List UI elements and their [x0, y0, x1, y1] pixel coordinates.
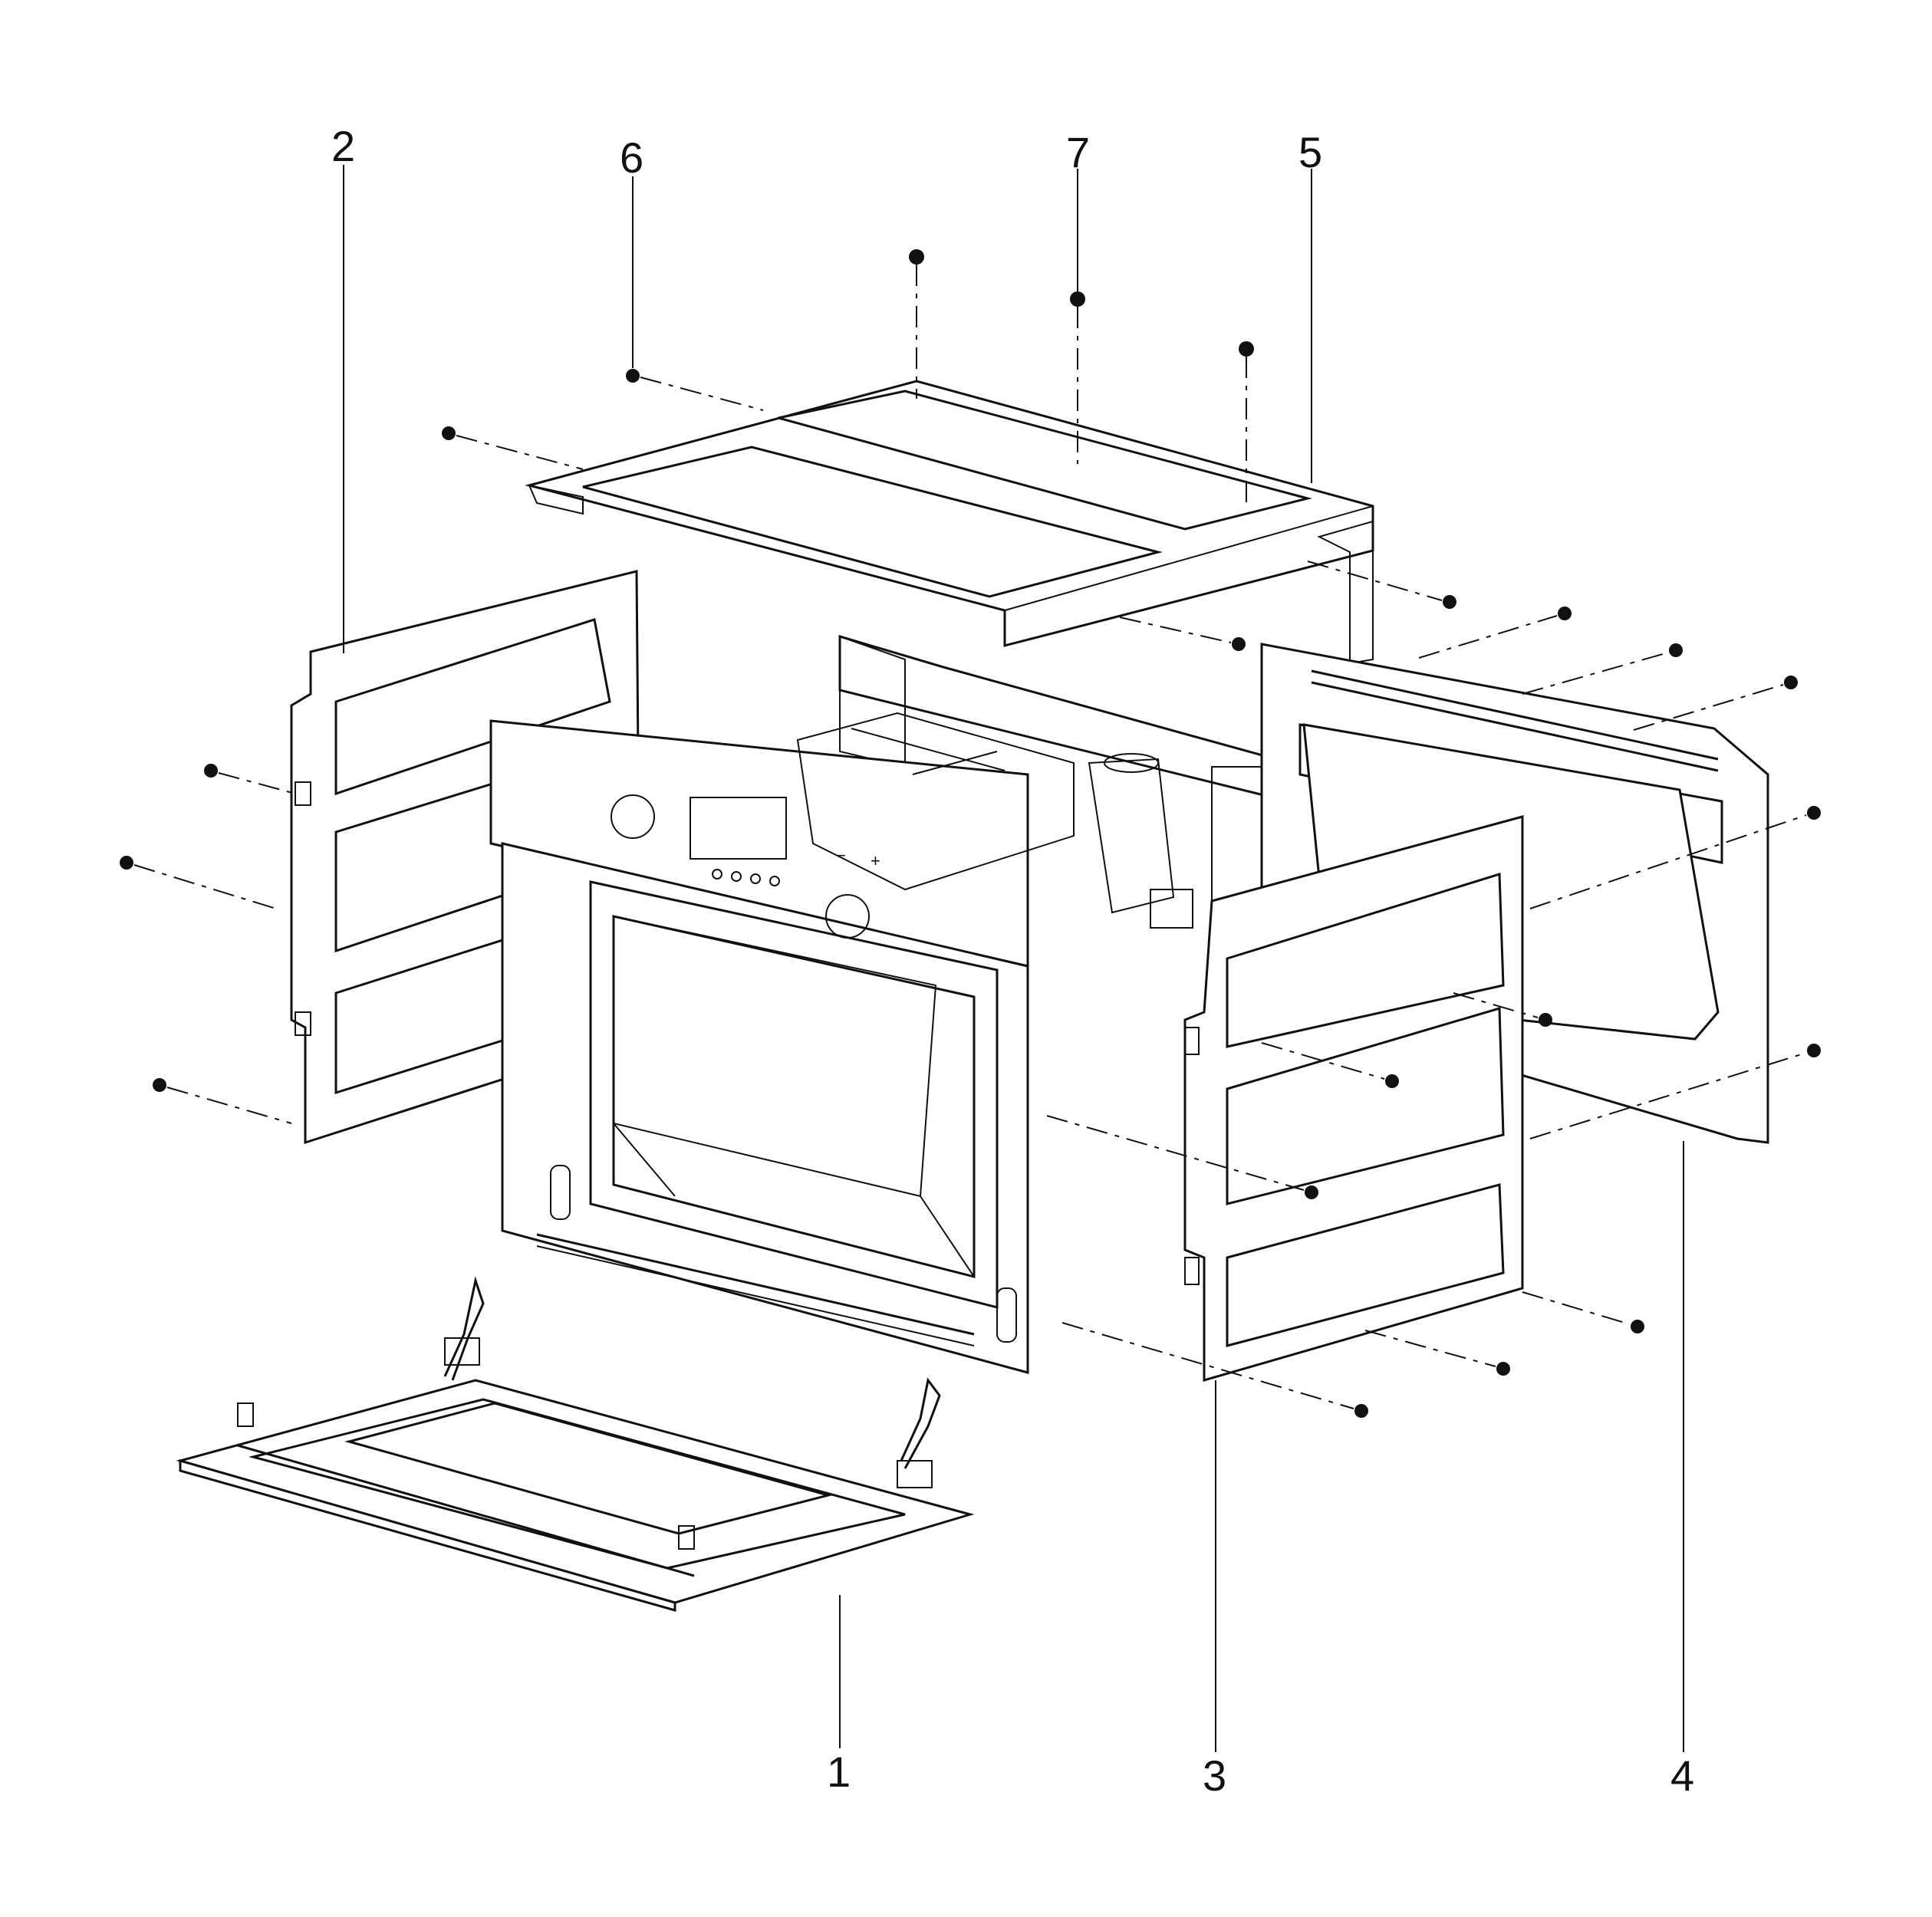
internal-components: [796, 712, 1193, 929]
callout-3: 3: [1203, 1751, 1226, 1800]
callout-5: 5: [1298, 128, 1322, 176]
callout-2: 2: [331, 122, 355, 170]
right-control-knob[interactable]: [825, 894, 870, 939]
display-screen: [690, 797, 787, 860]
screw-icon: [204, 764, 218, 778]
screw-icon: [120, 856, 133, 870]
oven-body: [489, 719, 1029, 1374]
screw-icon: [153, 1078, 166, 1092]
screw-icon: [1070, 291, 1085, 307]
callout-7: 7: [1066, 128, 1090, 176]
callout-4: 4: [1670, 1751, 1694, 1800]
screw-icon: [1558, 607, 1572, 620]
screw-icon: [909, 249, 924, 265]
screw-icon: [1496, 1362, 1510, 1376]
screw-icon: [1232, 637, 1246, 651]
control-panel: − +: [611, 794, 880, 939]
screw-icon: [1539, 1013, 1552, 1027]
top-panel: [525, 380, 1374, 665]
plus-symbol: +: [871, 851, 880, 870]
callout-1: 1: [827, 1748, 851, 1796]
screw-icon: [1631, 1320, 1644, 1333]
screw-icon: [1305, 1185, 1318, 1199]
door-hinge[interactable]: [897, 1460, 933, 1488]
control-button[interactable]: [750, 873, 761, 884]
control-button[interactable]: [731, 871, 742, 882]
callout-numbers: 2 6 7 5 1 3 4: [331, 122, 1694, 1800]
screw-icon: [1385, 1074, 1399, 1088]
screw-icon: [1354, 1404, 1368, 1418]
callout-6: 6: [620, 133, 643, 182]
screw-icon: [1239, 341, 1254, 357]
screws-and-assembly-lines: [120, 249, 1821, 1418]
screw-icon: [626, 369, 640, 383]
screw-icon: [1669, 643, 1683, 657]
screw-icon: [1807, 806, 1821, 820]
oven-door: [176, 1276, 975, 1612]
screw-icon: [1807, 1044, 1821, 1057]
control-button[interactable]: [769, 876, 780, 886]
screw-icon: [1443, 595, 1456, 609]
door-hinge[interactable]: [444, 1337, 480, 1366]
minus-symbol: −: [836, 846, 846, 865]
control-button[interactable]: [712, 869, 722, 880]
callout-leaders: [343, 165, 1684, 1752]
screw-icon: [442, 426, 456, 440]
right-side-panel-front: [1183, 815, 1524, 1382]
screw-icon: [1784, 676, 1798, 689]
left-control-knob[interactable]: [611, 794, 655, 839]
